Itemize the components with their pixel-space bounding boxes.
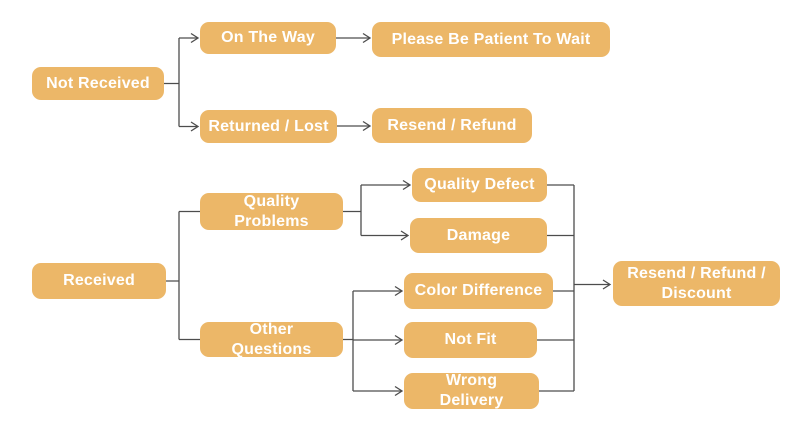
node-quality-defect: Quality Defect bbox=[412, 168, 547, 202]
node-resend-refund-discount: Resend / Refund / Discount bbox=[613, 261, 780, 306]
node-on-the-way: On The Way bbox=[200, 22, 336, 54]
node-received: Received bbox=[32, 263, 166, 299]
node-not-received: Not Received bbox=[32, 67, 164, 100]
connector-group-not-received bbox=[164, 32, 372, 132]
node-returned-lost: Returned / Lost bbox=[200, 110, 337, 143]
node-other-questions: Other Questions bbox=[200, 321, 343, 358]
node-color-difference: Color Difference bbox=[404, 273, 553, 309]
node-not-fit: Not Fit bbox=[404, 322, 537, 358]
node-resend-refund: Resend / Refund bbox=[372, 108, 532, 143]
connector-group-outcome-bus bbox=[537, 184, 612, 392]
connector-group-other-questions bbox=[343, 285, 404, 397]
node-wrong-delivery: Wrong Delivery bbox=[404, 372, 539, 409]
connector-group-quality-problems bbox=[343, 179, 412, 241]
node-quality-problems: Quality Problems bbox=[200, 193, 343, 230]
node-damage: Damage bbox=[410, 218, 547, 253]
node-please-be-patient: Please Be Patient To Wait bbox=[372, 22, 610, 57]
connector-group-received bbox=[166, 210, 200, 341]
